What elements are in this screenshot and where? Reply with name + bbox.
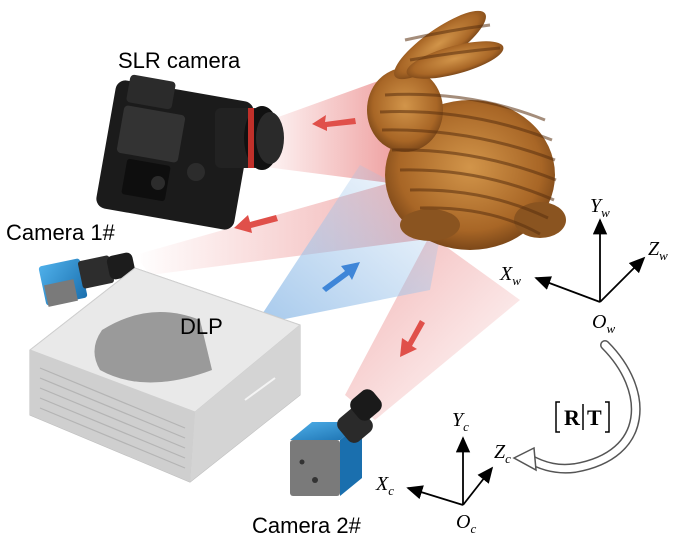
translation-label: T [587,405,602,430]
camera-z-label: Zc [494,441,511,466]
camera2-label: Camera 2# [252,513,362,538]
dlp-label: DLP [180,314,223,339]
world-y-label: Yw [590,195,610,220]
slr-camera-icon [95,74,284,231]
camera2-icon [290,386,385,496]
world-origin-label: Ow [592,311,615,336]
camera-z-axis [463,468,492,505]
bunny-object-icon [367,0,566,250]
camera-x-label: Xc [375,473,394,498]
camera1-label: Camera 1# [6,220,116,245]
world-z-label: Zw [648,238,668,263]
slr-camera-label: SLR camera [118,48,241,73]
world-x-axis [536,278,600,302]
transform-arrowhead [514,448,536,470]
camera-coordinate-system [408,438,492,505]
camera-origin-label: Oc [456,511,476,536]
rotation-label: R [564,405,581,430]
camera-y-label: Yc [452,409,469,434]
camera-x-axis [408,488,463,505]
world-z-axis [600,258,644,302]
world-x-label: Xw [499,263,521,288]
